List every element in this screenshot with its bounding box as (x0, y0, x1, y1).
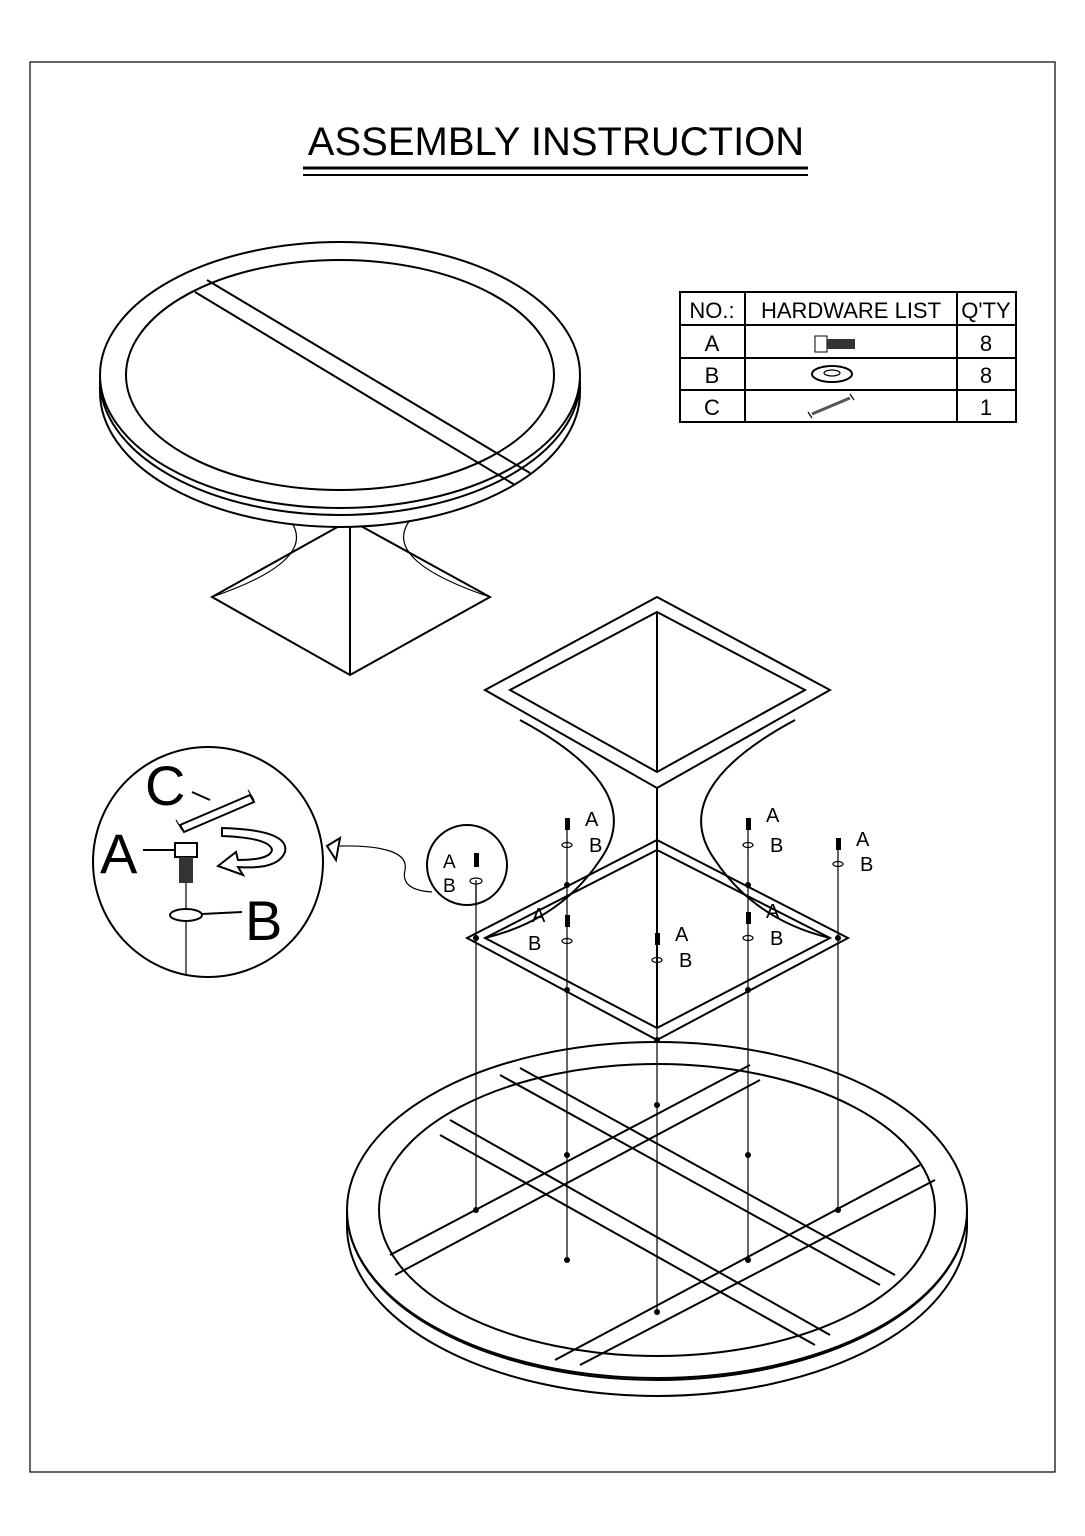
table-header-hardware: HARDWARE LIST (761, 298, 941, 323)
callout-b: B (679, 950, 692, 972)
hardware-table: NO.: HARDWARE LIST Q'TY A 8 B 8 C 1 (679, 291, 1017, 423)
pointer-arrow-icon (325, 835, 342, 863)
small-detail-callout: A B (325, 824, 508, 906)
detail-label-b: B (245, 889, 282, 952)
callout-a: A (856, 829, 870, 851)
table-row-c-no: C (704, 395, 720, 420)
fastening-detail: C A B (92, 746, 324, 978)
table-row-a-qty: 8 (980, 331, 992, 356)
callout-a: A (766, 805, 780, 827)
assembled-table-illustration (99, 241, 581, 677)
detail-label-a: A (100, 822, 138, 885)
table-row-a-no: A (705, 331, 720, 356)
small-callout-b: B (443, 876, 456, 897)
table-header-no: NO.: (689, 298, 734, 323)
callout-b: B (770, 928, 783, 950)
table-row-b-qty: 8 (980, 363, 992, 388)
table-row-b-no: B (705, 363, 720, 388)
wrench-icon (175, 789, 256, 834)
washer-icon (811, 365, 853, 383)
bolt-icon (814, 335, 855, 353)
table-row-c-qty: 1 (980, 395, 992, 420)
callout-a: A (585, 809, 599, 831)
rotate-arrow-icon (215, 826, 287, 877)
page-title: ASSEMBLY INSTRUCTION (308, 120, 804, 164)
callout-a: A (675, 924, 689, 946)
callout-b: B (589, 835, 602, 857)
callout-a: A (532, 905, 546, 927)
page-border (29, 61, 1056, 1473)
table-header-qty: Q'TY (961, 298, 1011, 323)
washer-icon (169, 908, 203, 922)
callout-b: B (528, 933, 541, 955)
detail-label-c: C (145, 754, 185, 817)
wrench-icon (807, 393, 855, 419)
callout-b: B (770, 835, 783, 857)
bolt-callouts: A B A B A B A B A B A B (473, 805, 873, 1315)
bolt-icon (174, 842, 198, 883)
callout-b: B (860, 854, 873, 876)
callout-a: A (766, 901, 780, 923)
small-callout-a: A (443, 852, 456, 873)
